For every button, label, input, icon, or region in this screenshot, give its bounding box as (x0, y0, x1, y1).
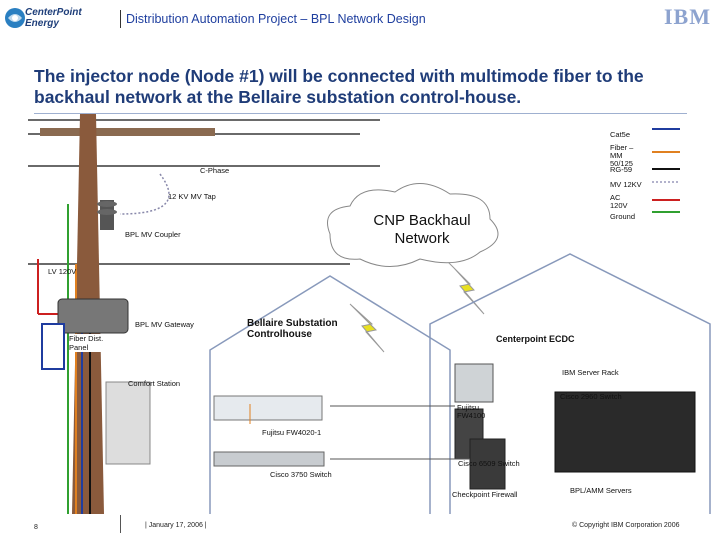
label-fiber-dist-panel: Fiber Dist. Panel (69, 334, 114, 352)
network-diagram: Cat5e Fiber – MM 50/125 RG-59 MV 12KV AC… (0, 114, 720, 519)
coupler-disc (97, 201, 117, 207)
legend-mv: MV 12KV (610, 180, 642, 189)
coupler-disc (97, 209, 117, 215)
label-cisco-6509: Cisco 6509 Switch (458, 459, 520, 468)
centerpoint-logo (4, 4, 78, 42)
label-comfort-station: Comfort Station (128, 379, 181, 388)
legend-ground: Ground (610, 212, 636, 221)
header-divider (120, 10, 121, 28)
bpl-amm-servers-device (554, 391, 696, 473)
diagram-canvas (28, 114, 711, 514)
label-cisco-2960: Cisco 2960 Switch (560, 392, 622, 401)
logo-text: CenterPoint Energy (25, 7, 82, 29)
legend-ac: AC 120V (610, 193, 628, 210)
header-title: Distribution Automation Project – BPL Ne… (126, 12, 426, 26)
footer-page-number: 8 (34, 524, 38, 531)
label-bpl-mv-coupler: BPL MV Coupler (125, 230, 181, 239)
legend-fiber: Fiber – MM 50/125 (610, 143, 634, 168)
label-bellaire-substation: Bellaire Substation Controlhouse (247, 318, 338, 340)
crossarm (40, 128, 215, 136)
legend-cat5e: Cat5e (610, 130, 631, 139)
cisco-3750-device (213, 451, 325, 467)
label-bpl-amm-servers: BPL/AMM Servers (570, 486, 632, 495)
label-ibm-server-rack: IBM Server Rack (562, 368, 619, 377)
label-bpl-mv-gateway: BPL MV Gateway (135, 320, 194, 329)
label-cnp-backhaul: CNP Backhaul Network (373, 212, 471, 247)
footer-divider (120, 515, 121, 533)
logo-line1: CenterPoint (25, 7, 82, 18)
headline-rule (34, 113, 687, 114)
wireless-link-bolt-1 (349, 303, 385, 353)
logo-line2: Energy (25, 18, 59, 29)
label-mv-tap: 12 KV MV Tap (168, 192, 216, 201)
ibm-server-rack-device (454, 363, 494, 403)
controlhouse-outline (209, 275, 451, 514)
mv-tap-wire (119, 173, 170, 215)
fiber-dist-panel-box (41, 323, 65, 370)
wireless-link-bolt-2 (447, 261, 485, 315)
footer-date: | January 17, 2006 | (145, 522, 207, 529)
footer-copyright: © Copyright IBM Corporation 2006 (572, 522, 680, 529)
label-fujitsu-fw4020: Fujitsu FW4020-1 (262, 428, 322, 437)
cisco-6509-device (469, 438, 506, 490)
page-header: CenterPoint Energy Distribution Automati… (0, 0, 720, 48)
label-checkpoint-firewall: Checkpoint Firewall (452, 490, 518, 499)
ibm-logo: IBM (664, 4, 711, 29)
bpl-mv-gateway-device (57, 298, 129, 334)
label-c-phase: C-Phase (200, 166, 230, 175)
label-centerpoint-ecdc: Centerpoint ECDC (496, 334, 575, 344)
fujitsu-fw4020-device (213, 395, 323, 421)
legend-rg59: RG-59 (610, 165, 633, 174)
slide-headline: The injector node (Node #1) will be conn… (34, 66, 644, 107)
ecdc-outline (429, 253, 711, 514)
backhaul-cloud (327, 183, 499, 267)
label-cisco-3750: Cisco 3750 Switch (270, 470, 332, 479)
label-fujitsu-fw4100: Fujitsu FW4100 (457, 403, 486, 420)
comfort-station-box (105, 381, 151, 465)
label-lv-120v: LV 120V (48, 267, 77, 276)
